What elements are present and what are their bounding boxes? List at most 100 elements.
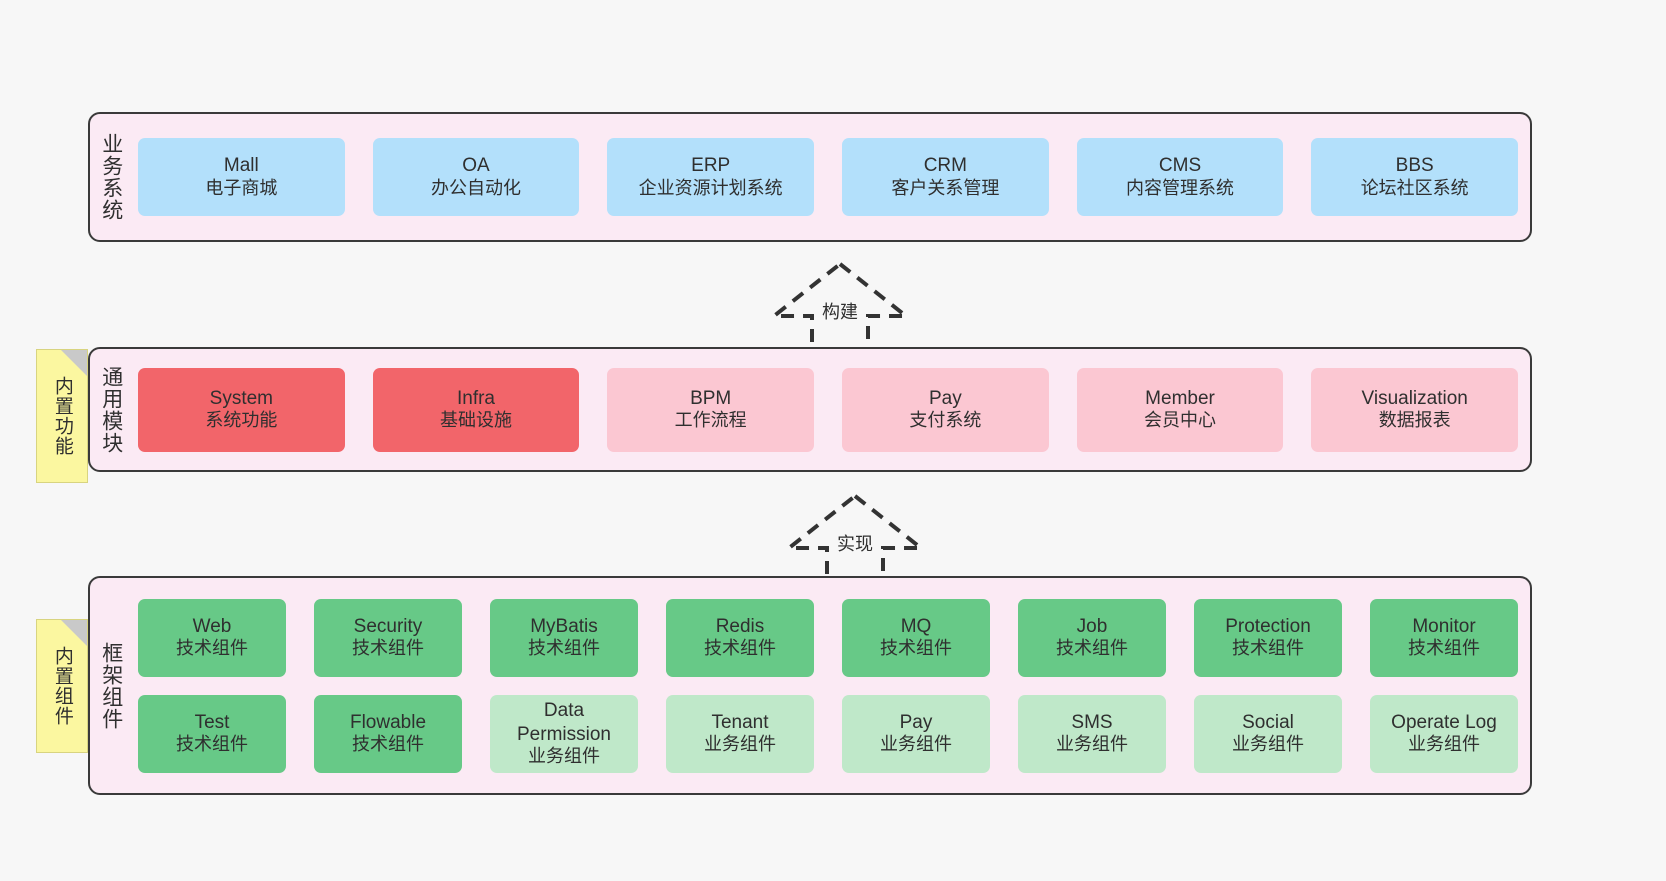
node-title: MyBatis [530, 615, 598, 637]
node-title: Social [1242, 711, 1294, 733]
node-title: Job [1076, 615, 1108, 637]
node-title: CMS [1158, 155, 1202, 177]
connector-implement-label: 实现 [837, 534, 873, 554]
node-subtitle: 办公自动化 [431, 177, 521, 198]
node-subtitle: 业务组件 [880, 734, 952, 755]
sticky-note-builtin-components: 内置组件 [36, 619, 88, 753]
node-subtitle: 内容管理系统 [1126, 177, 1235, 198]
node-subtitle: 业务组件 [528, 745, 600, 766]
node-subtitle: 企业资源计划系统 [638, 177, 783, 198]
node-subtitle: 业务组件 [704, 734, 776, 755]
node-title: BPM [690, 387, 732, 409]
node-subtitle: 支付系统 [909, 410, 982, 431]
node-subtitle: 技术组件 [176, 734, 248, 755]
node-title: Member [1145, 387, 1215, 409]
node-subtitle: 技术组件 [352, 734, 424, 755]
node-title: OA [462, 155, 490, 177]
node-title: BBS [1395, 155, 1434, 177]
node-title: Test [194, 711, 230, 733]
layer-business-title: 业务系统 [99, 133, 123, 221]
node-title: Pay [928, 387, 962, 409]
node-subtitle: 业务组件 [1232, 734, 1304, 755]
node-subtitle: 基础设施 [440, 410, 512, 431]
connector-build-label: 构建 [822, 302, 858, 322]
node-title: MQ [900, 615, 932, 637]
node-subtitle: 技术组件 [528, 638, 600, 659]
node-title: System [209, 387, 274, 409]
node-title: Mall [223, 155, 259, 177]
node-title: Web [192, 615, 232, 637]
node-subtitle: 数据报表 [1378, 410, 1451, 431]
node-title: Data Permission [517, 700, 611, 745]
sticky-fold-corner-icon [61, 350, 87, 376]
node-subtitle: 业务组件 [1408, 734, 1480, 755]
node-title: Redis [715, 615, 765, 637]
sticky-fold-corner-icon [61, 620, 87, 646]
node-subtitle: 系统功能 [205, 410, 278, 431]
node-title: Infra [456, 387, 496, 409]
node-title: ERP [691, 155, 731, 177]
node-title: Flowable [349, 711, 427, 733]
node-subtitle: 电子商城 [205, 177, 278, 198]
sticky-note-builtin-features: 内置功能 [36, 349, 88, 483]
node-subtitle: 业务组件 [1056, 734, 1128, 755]
node-subtitle: 技术组件 [704, 638, 776, 659]
node-title: CRM [923, 155, 967, 177]
node-title: Tenant [711, 711, 769, 733]
node-subtitle: 技术组件 [176, 638, 248, 659]
node-subtitle: 技术组件 [1232, 638, 1304, 659]
node-subtitle: 客户关系管理 [891, 177, 1000, 198]
connector-build-arrow: 构建 [760, 258, 920, 354]
sticky-note-builtin-components-label: 内置组件 [51, 646, 73, 726]
layer-common-title: 通用模块 [99, 365, 123, 454]
sticky-note-builtin-features-label: 内置功能 [51, 376, 73, 456]
node-subtitle: 论坛社区系统 [1360, 177, 1469, 198]
node-subtitle: 技术组件 [352, 638, 424, 659]
node-title: Monitor [1412, 615, 1476, 637]
node-title: Visualization [1361, 387, 1468, 409]
connector-implement-arrow: 实现 [775, 490, 935, 586]
node-title: SMS [1071, 711, 1113, 733]
layer-framework-title: 框架组件 [99, 641, 123, 730]
node-subtitle: 工作流程 [674, 410, 747, 431]
node-subtitle: 技术组件 [1408, 638, 1480, 659]
node-title: Operate Log [1391, 711, 1497, 733]
node-title: Security [353, 615, 423, 637]
node-title: Pay [899, 711, 933, 733]
